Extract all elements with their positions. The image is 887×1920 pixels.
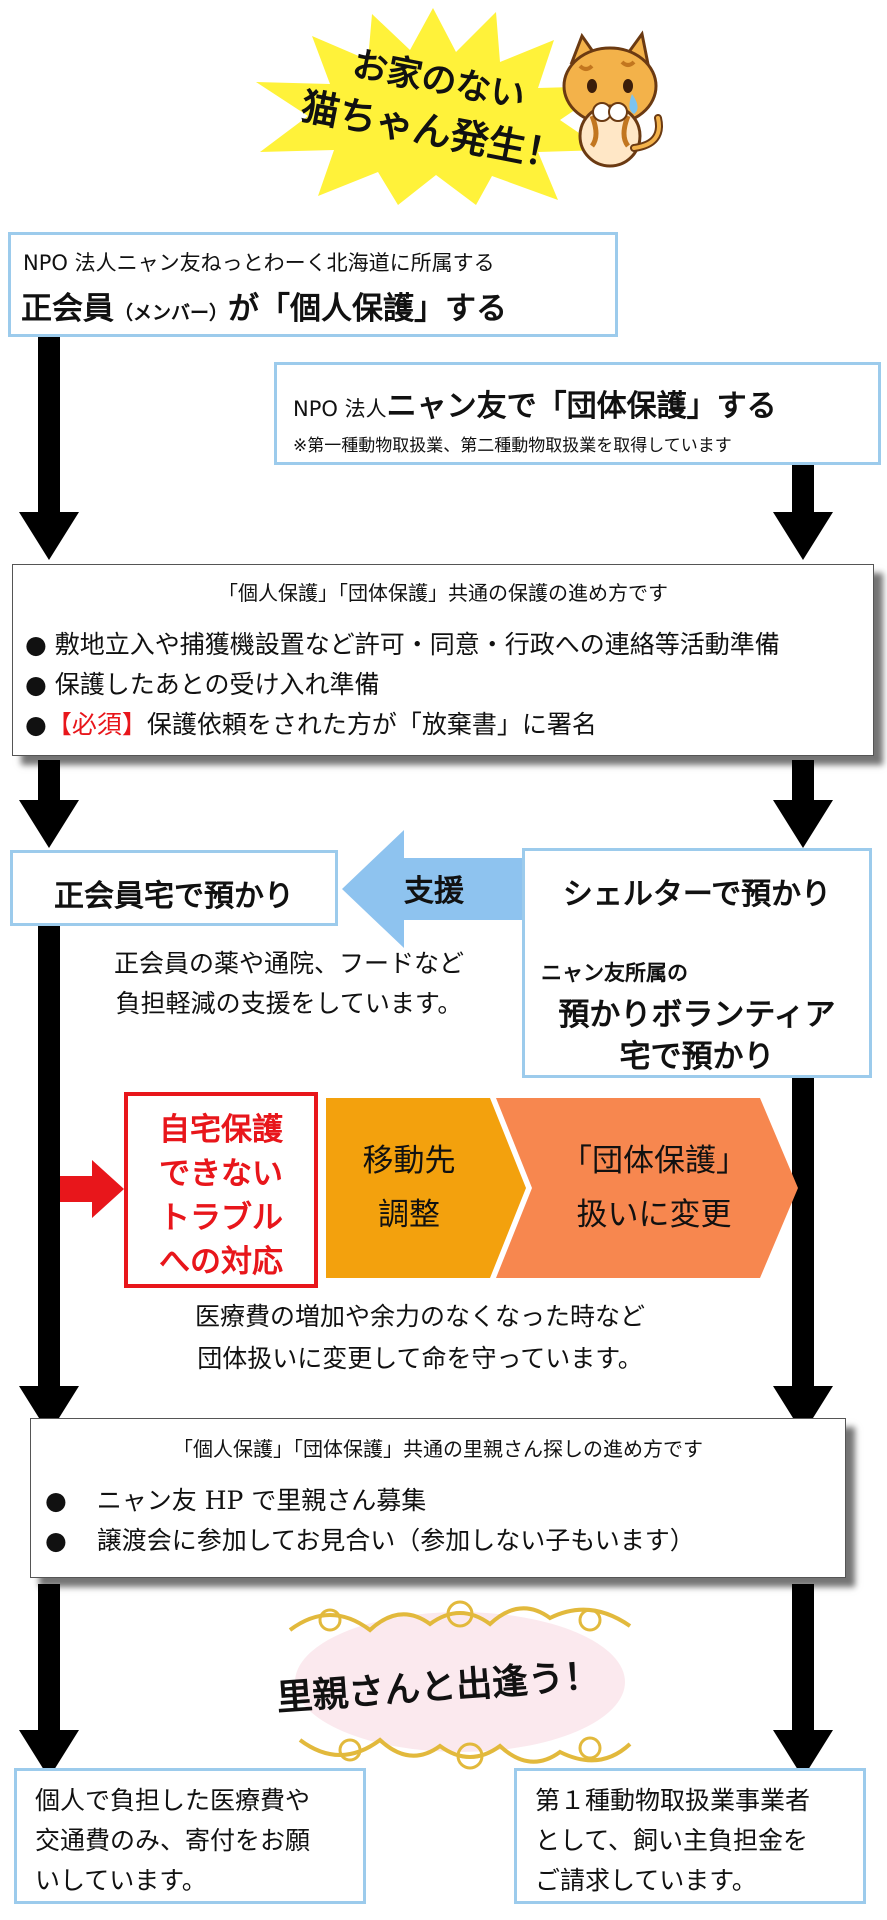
trouble-desc-line1: 医療費の増加や余力のなくなった時など xyxy=(194,1302,645,1331)
group-protection-box: NPO 法人ニャン友で「団体保護」する ※第一種動物取扱業、第二種動物取扱業を取… xyxy=(274,362,881,465)
individual-main-a: 正会員 xyxy=(21,291,114,327)
bullet-icon: ● xyxy=(45,1486,67,1515)
volunteer-line1: ニャン友所属の xyxy=(541,961,688,985)
crying-cat-icon xyxy=(530,28,680,178)
common-steps-title: 「個人保護」「団体保護」共通の保護の進め方です xyxy=(218,581,668,605)
volunteer-line2: 預かりボランティア xyxy=(558,997,836,1033)
trouble-line2: できない xyxy=(159,1156,283,1192)
right-flow-line-3 xyxy=(792,1078,814,1390)
left-arrow-head-2 xyxy=(19,800,79,850)
bullet-icon: ● xyxy=(45,1526,67,1555)
individual-cost-line2: 交通費のみ、寄付をお願 xyxy=(35,1826,311,1855)
individual-main-b: （メンバー） xyxy=(114,302,229,324)
individual-cost-line3: いしています。 xyxy=(35,1866,207,1895)
individual-main-c: が「個人保護」する xyxy=(228,291,508,327)
left-arrow-head-1 xyxy=(19,512,79,562)
trouble-description: 医療費の増加や余力のなくなった時など 団体扱いに変更して命を守っています。 xyxy=(110,1296,730,1380)
adoption-step-1: ● ニャン友 HP で里親さん募集 xyxy=(45,1481,426,1517)
bullet-icon: ● xyxy=(25,670,47,699)
gold-ornament-frame xyxy=(270,1590,650,1770)
group-change-text: 「団体保護」 扱いに変更 xyxy=(534,1134,774,1242)
adoption-step-1-text: ニャン友 HP で里親さん募集 xyxy=(96,1486,427,1515)
volunteer-line3: 宅で預かり xyxy=(619,1039,775,1075)
group-main-title: NPO 法人ニャン友で「団体保護」する xyxy=(293,381,777,425)
trouble-line4: への対応 xyxy=(159,1244,283,1280)
left-flow-line-4 xyxy=(38,1584,60,1734)
common-step-3: ●【必須】保護依頼をされた方が「放棄書」に署名 xyxy=(25,705,597,741)
shelter-box: シェルターで預かり ニャン友所属の 預かりボランティア 宅で預かり xyxy=(522,848,872,1078)
right-flow-line-4 xyxy=(792,1584,814,1734)
group-note: ※第一種動物取扱業、第二種動物取扱業を取得しています xyxy=(293,436,732,456)
group-prefix: NPO 法人 xyxy=(293,397,387,421)
support-label: 支援 xyxy=(404,874,464,909)
group-cost-line3: ご請求しています。 xyxy=(535,1866,757,1895)
common-step-1: ● 敷地立入や捕獲機設置など許可・同意・行政への連絡等活動準備 xyxy=(25,625,780,661)
adoption-step-2: ● 譲渡会に参加してお見合い（参加しない子もいます） xyxy=(45,1521,695,1557)
common-step-2-text: 保護したあとの受け入れ準備 xyxy=(54,670,380,699)
right-arrow-head-2 xyxy=(773,800,833,850)
common-steps-box: 「個人保護」「団体保護」共通の保護の進め方です ● 敷地立入や捕獲機設置など許可… xyxy=(12,564,874,756)
group-change-step xyxy=(496,1098,798,1278)
trouble-line3: トラブル xyxy=(159,1200,283,1236)
right-arrow-head-4 xyxy=(773,1730,833,1780)
individual-cost-line1: 個人で負担した医療費や xyxy=(35,1786,311,1815)
individual-cost-text: 個人で負担した医療費や 交通費のみ、寄付をお願 いしています。 xyxy=(35,1781,310,1901)
right-flow-line-1 xyxy=(792,465,814,519)
right-flow-line-2 xyxy=(792,760,814,804)
member-home-box: 正会員宅で預かり xyxy=(10,850,338,926)
adoption-title: 「個人保護」「団体保護」共通の里親さん探しの進め方です xyxy=(173,1437,703,1461)
relocation-line2: 調整 xyxy=(378,1197,440,1233)
common-step-2: ● 保護したあとの受け入れ準備 xyxy=(25,665,380,701)
relocation-step xyxy=(326,1098,526,1278)
group-cost-line2: として、飼い主負担金を xyxy=(535,1826,809,1855)
support-desc-line2: 負担軽減の支援をしています。 xyxy=(115,989,463,1018)
individual-main-title: 正会員（メンバー）が「個人保護」する xyxy=(21,283,507,328)
common-step-3-text: 保護依頼をされた方が「放棄書」に署名 xyxy=(146,710,597,739)
trouble-red-arrow xyxy=(60,1160,124,1218)
starburst xyxy=(238,0,628,210)
left-arrow-head-3 xyxy=(19,1386,79,1436)
individual-cost-box: 個人で負担した医療費や 交通費のみ、寄付をお願 いしています。 xyxy=(14,1768,366,1904)
adoption-step-2-text: 譲渡会に参加してお見合い（参加しない子もいます） xyxy=(96,1526,695,1555)
individual-org-line: NPO 法人ニャン友ねっとわーく北海道に所属する xyxy=(23,251,495,275)
group-cost-box: 第１種動物取扱業事業者 として、飼い主負担金を ご請求しています。 xyxy=(514,1768,866,1904)
right-arrow-head-3 xyxy=(773,1386,833,1436)
group-cost-text: 第１種動物取扱業事業者 として、飼い主負担金を ご請求しています。 xyxy=(535,1781,810,1901)
bullet-icon: ● xyxy=(25,630,47,659)
trouble-desc-line2: 団体扱いに変更して命を守っています。 xyxy=(197,1344,643,1373)
adoption-steps-box: 「個人保護」「団体保護」共通の里親さん探しの進め方です ● ニャン友 HP で里… xyxy=(30,1418,846,1578)
group-cost-line1: 第１種動物取扱業事業者 xyxy=(535,1786,811,1815)
relocation-line1: 移動先 xyxy=(362,1143,456,1179)
right-arrow-head-1 xyxy=(773,512,833,562)
relocation-step-text: 移動先 調整 xyxy=(326,1134,492,1242)
bullet-icon: ● xyxy=(25,710,47,739)
trouble-line1: 自宅保護 xyxy=(159,1112,283,1148)
left-flow-line-2 xyxy=(38,760,60,804)
member-home-label: 正会員宅で預かり xyxy=(54,879,294,914)
left-flow-line-1 xyxy=(38,337,60,517)
left-arrow-head-4 xyxy=(19,1730,79,1780)
group-change-line1: 「団体保護」 xyxy=(561,1143,747,1179)
support-arrow xyxy=(342,830,522,948)
individual-protection-box: NPO 法人ニャン友ねっとわーく北海道に所属する 正会員（メンバー）が「個人保護… xyxy=(8,232,618,337)
trouble-box: 自宅保護 できない トラブル への対応 xyxy=(124,1092,318,1288)
group-change-line2: 扱いに変更 xyxy=(576,1197,732,1233)
support-description: 正会員の薬や通院、フードなど 負担軽減の支援をしています。 xyxy=(64,944,514,1024)
group-main: ニャン友で「団体保護」する xyxy=(386,389,777,424)
required-tag: 【必須】 xyxy=(46,710,147,739)
support-desc-line1: 正会員の薬や通院、フードなど xyxy=(113,949,464,978)
shelter-label: シェルターで預かり xyxy=(562,877,832,912)
common-step-1-text: 敷地立入や捕獲機設置など許可・同意・行政への連絡等活動準備 xyxy=(54,630,780,659)
left-flow-line-3 xyxy=(38,926,60,1390)
